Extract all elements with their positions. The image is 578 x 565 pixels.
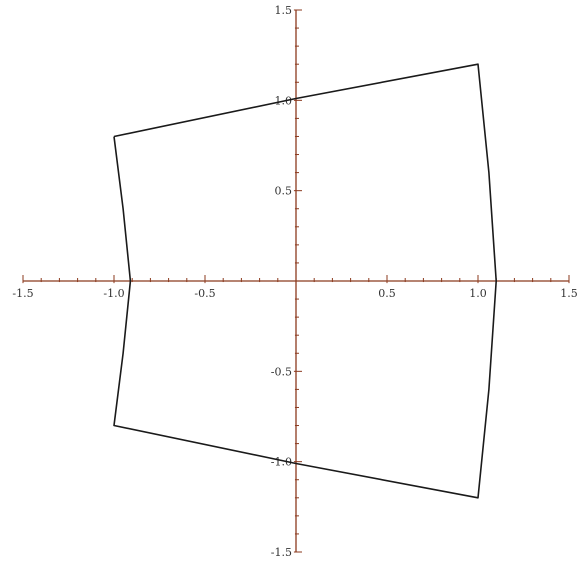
x-tick-label: 1.5 — [560, 287, 578, 300]
x-tick-label: -0.5 — [194, 287, 215, 300]
series-group — [113, 63, 498, 499]
x-tick-label: 1.0 — [469, 287, 487, 300]
y-tick-label: -1.5 — [271, 546, 292, 559]
x-tick-label: 0.5 — [378, 287, 396, 300]
x-tick-label: -1.0 — [103, 287, 124, 300]
axes — [23, 10, 569, 552]
y-tick-label: 1.5 — [275, 4, 293, 17]
y-tick-label: -0.5 — [271, 365, 292, 378]
x-tick-label: -1.5 — [12, 287, 33, 300]
y-tick-label: 0.5 — [275, 185, 293, 198]
series-line — [113, 63, 498, 499]
